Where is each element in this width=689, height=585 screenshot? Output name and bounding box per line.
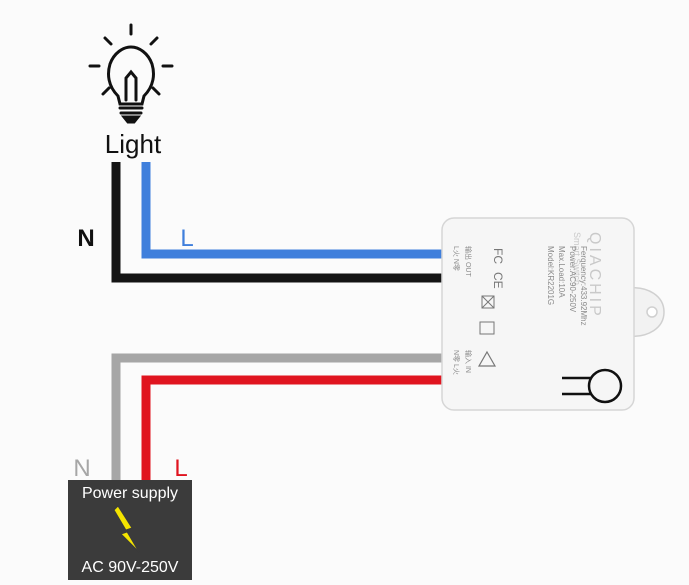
power-supply-range: AC 90V-250V bbox=[82, 559, 179, 576]
certification-marks: FC CE bbox=[477, 248, 505, 367]
top-live-wire bbox=[141, 162, 446, 259]
top-live-label: L bbox=[180, 225, 193, 252]
light-bulb-icon bbox=[88, 23, 174, 124]
bottom-live-label: L bbox=[174, 455, 187, 482]
electrical-class-icon bbox=[479, 321, 495, 335]
light-label: Light bbox=[105, 129, 162, 159]
bottom-neutral-label: N bbox=[73, 455, 90, 482]
brand-subtitle: Smart Switch bbox=[572, 232, 582, 285]
fc-mark: FC bbox=[491, 248, 505, 264]
recycle-bin-icon bbox=[481, 295, 495, 309]
smart-switch-module: QIACHIP Smart Switch Model:KR2201G Max.L… bbox=[441, 217, 665, 411]
power-supply-box bbox=[68, 480, 192, 580]
bottom-neutral-wire bbox=[111, 353, 446, 484]
lightning-icon bbox=[113, 505, 140, 553]
input-terminals: N零 L火 bbox=[452, 350, 460, 375]
spec-line-4: Ferquency:433.92Mhz bbox=[579, 246, 588, 326]
spec-line-1: Model:KR2201G bbox=[546, 246, 555, 305]
output-terminals: L火 N零 bbox=[452, 246, 460, 271]
power-supply-title: Power supply bbox=[82, 485, 178, 502]
input-label: 输入 IN bbox=[464, 350, 473, 373]
top-neutral-label: N bbox=[77, 225, 94, 252]
top-neutral-wire bbox=[111, 162, 446, 283]
ce-mark: CE bbox=[491, 272, 505, 289]
spec-line-2: Max.Load:10A bbox=[557, 246, 566, 298]
output-label: 输出 OUT bbox=[464, 246, 473, 277]
warning-triangle-icon bbox=[477, 350, 497, 367]
bottom-live-wire bbox=[141, 375, 446, 484]
spec-line-3: Power:AC90-250V bbox=[568, 246, 577, 313]
brand-label: QIACHIP bbox=[586, 232, 603, 319]
